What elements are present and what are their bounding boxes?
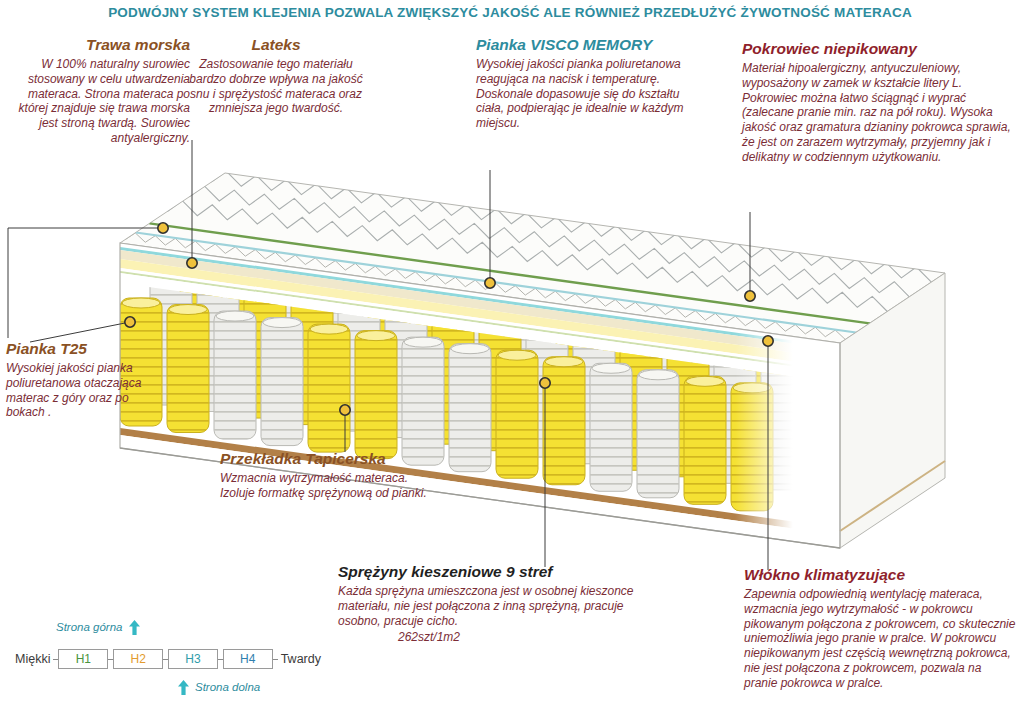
hardness-level-h4: H4 xyxy=(223,649,273,669)
callout-pianka-t25: Pianka T25 Wysokiej jakości pianka poliu… xyxy=(6,340,158,420)
callout-line-pianka-t25 xyxy=(30,322,130,342)
callout-wlokno-klimatyzujace: Włókno klimatyzujące Zapewnia odpowiedni… xyxy=(744,566,1016,691)
callout-pianka-visco-memory: Pianka VISCO MEMORY Wysokiej jakości pia… xyxy=(476,36,684,131)
callout-title-trawa-morska: Trawa morska xyxy=(12,36,190,54)
callout-title-lateks: Lateks xyxy=(186,36,366,54)
callout-body-trawa-morska: W 100% naturalny surowiec stosowany w ce… xyxy=(12,57,190,146)
callout-dot-wlokno-klimatyzujace xyxy=(763,336,773,346)
up-arrow-icon xyxy=(178,680,189,695)
callout-dot-lateks xyxy=(187,258,197,268)
springs-count-value: 262szt/1m2 xyxy=(398,630,643,645)
up-arrow-icon xyxy=(129,620,140,635)
callout-dot-przekladka-tapicerska xyxy=(340,405,350,415)
callout-body-lateks: Zastosowanie tego materiału bardzo dobrz… xyxy=(186,57,366,117)
callout-dot-sprezyny-kieszeniowe xyxy=(540,378,550,388)
hardness-level-h2-label: H2 xyxy=(130,652,145,666)
callout-pokrowiec-niepikowany: Pokrowiec niepikowany Materiał hipoalerg… xyxy=(742,40,1016,165)
callout-dot-pokrowiec-niepikowany xyxy=(745,291,755,301)
callout-title-pianka-visco-memory: Pianka VISCO MEMORY xyxy=(476,36,684,54)
hardness-scale: Strona górna Miękki H1 H2 H3 H4 Twardy S… xyxy=(12,618,324,696)
callout-title-sprezyny-kieszeniowe: Sprężyny kieszeniowe 9 stref xyxy=(338,563,643,581)
hardness-level-h1-label: H1 xyxy=(76,652,91,666)
bottom-side-label: Strona dolna xyxy=(195,681,260,693)
callout-title-pianka-t25: Pianka T25 xyxy=(6,340,158,358)
top-side-indicator: Strona górna xyxy=(12,618,324,636)
soft-label: Miękki xyxy=(12,652,53,666)
hardness-level-h3: H3 xyxy=(168,649,218,669)
top-side-label: Strona górna xyxy=(56,621,123,633)
callout-dot-pianka-visco-memory xyxy=(485,278,495,288)
callout-trawa-morska: Trawa morska W 100% naturalny surowiec s… xyxy=(12,36,190,146)
callout-lateks: Lateks Zastosowanie tego materiału bardz… xyxy=(186,36,366,116)
hardness-level-h3-label: H3 xyxy=(185,652,200,666)
callout-body-pianka-t25: Wysokiej jakości pianka poliuretanowa ot… xyxy=(6,361,158,421)
callout-sprezyny-kieszeniowe: Sprężyny kieszeniowe 9 stref Każda spręż… xyxy=(338,563,643,645)
callout-dot-trawa-morska xyxy=(158,223,168,233)
callout-body-pokrowiec-niepikowany: Materiał hipoalergiczny, antyuczuleniowy… xyxy=(742,61,1016,165)
callout-body-sprezyny-kieszeniowe: Każda sprężyna umieszczona jest w osobne… xyxy=(338,584,643,629)
hardness-level-h4-label: H4 xyxy=(240,652,255,666)
callout-title-wlokno-klimatyzujace: Włókno klimatyzujące xyxy=(744,566,1016,584)
callout-body-przekladka-tapicerska: Wzmacnia wytrzymałość materaca. Izoluje … xyxy=(220,471,432,501)
callout-dot-pianka-t25 xyxy=(125,317,135,327)
callout-title-przekladka-tapicerska: Przekładka Tapicerska xyxy=(220,450,432,468)
hard-label: Twardy xyxy=(278,652,324,666)
hardness-level-h2: H2 xyxy=(113,649,163,669)
callout-przekladka-tapicerska: Przekładka Tapicerska Wzmacnia wytrzymał… xyxy=(220,450,432,501)
callout-title-pokrowiec-niepikowany: Pokrowiec niepikowany xyxy=(742,40,1016,58)
callout-body-pianka-visco-memory: Wysokiej jakości pianka poliuretanowa re… xyxy=(476,57,684,131)
callout-body-wlokno-klimatyzujace: Zapewnia odpowiednią wentylację materaca… xyxy=(744,587,1016,691)
hardness-levels-row: Miękki H1 H2 H3 H4 Twardy xyxy=(12,649,324,669)
bottom-side-indicator: Strona dolna xyxy=(12,678,324,696)
hardness-level-h1: H1 xyxy=(58,649,108,669)
